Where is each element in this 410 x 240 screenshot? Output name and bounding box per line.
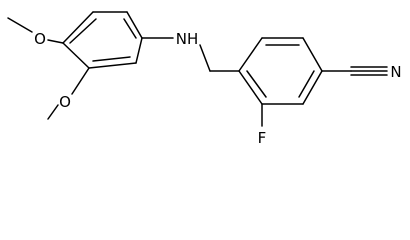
bond-nh-ch2 <box>199 44 211 72</box>
fluoro-substituent: F <box>258 103 267 147</box>
bond-o-top-methyl <box>7 17 33 33</box>
double-bond-inner-r4-r5 <box>298 70 315 98</box>
bond-ring-o-bottom <box>71 67 90 95</box>
methoxy-group-bottom: O <box>47 67 90 120</box>
bond-l2-l3 <box>88 62 137 69</box>
double-bond-inner-l4-l5 <box>69 18 97 44</box>
bond-o-bottom-methyl <box>47 104 59 120</box>
atom-n-nitrile: N <box>390 63 401 81</box>
bond-ring-o-top <box>47 39 64 44</box>
atom-o-top: O <box>34 30 46 48</box>
double-bond-inner-l6-l1 <box>123 18 137 39</box>
molecule-structure-diagram: O O NH F N <box>7 11 402 147</box>
bond-l1-l2 <box>135 37 143 64</box>
amine-linker: NH <box>141 30 240 72</box>
bond-l6-l1 <box>126 11 143 39</box>
double-bond-inner-l2-l3 <box>92 56 131 62</box>
bond-r1-r2 <box>238 37 263 72</box>
methoxy-group-top: O <box>7 17 64 48</box>
bond-r6-r1 <box>238 70 263 105</box>
atom-f: F <box>258 129 267 147</box>
double-bond-inner-r6-r1 <box>246 70 267 98</box>
bond-r3-r4 <box>302 37 323 72</box>
bond-l4-l5 <box>62 11 94 44</box>
fluorobenzonitrile-ring <box>238 37 323 105</box>
atom-nh: NH <box>176 30 199 48</box>
atom-o-bottom: O <box>59 93 71 111</box>
bond-r4-r5 <box>302 70 323 105</box>
bond-l3-l4 <box>62 42 90 69</box>
dimethoxyphenyl-ring <box>62 11 143 69</box>
nitrile-group: N <box>321 63 402 81</box>
